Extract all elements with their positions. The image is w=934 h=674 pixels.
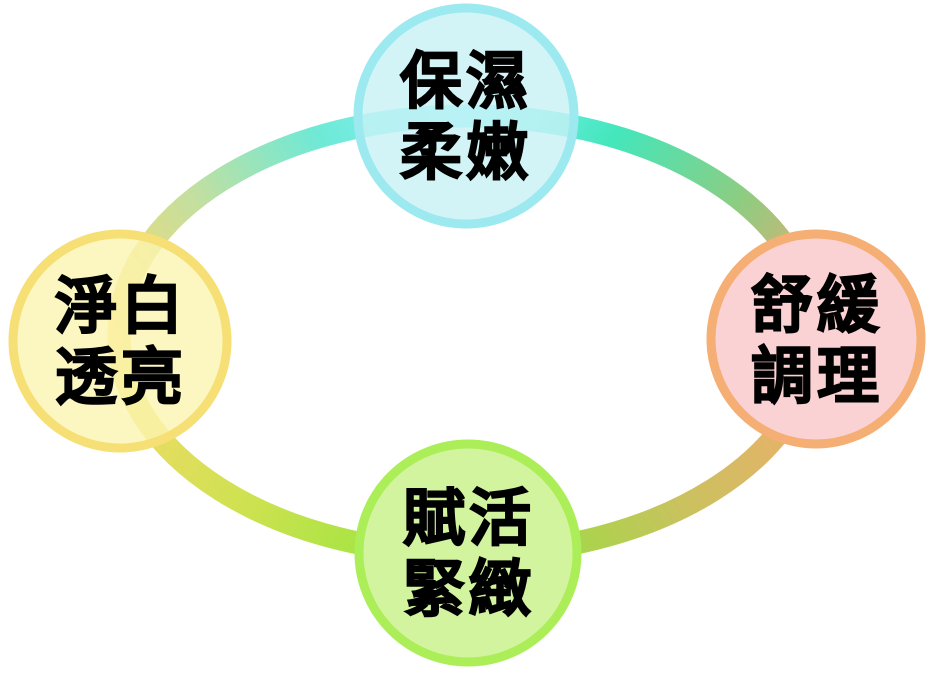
node-circle-revitalizing [354, 439, 582, 667]
node-circle-soothing [706, 229, 926, 449]
node-label-line: 賦活 [402, 481, 536, 555]
node-circle-moisturizing [353, 3, 579, 229]
node-label-line: 緊緻 [402, 553, 536, 626]
node-label-brightening: 淨白 透亮 [54, 269, 188, 414]
node-label-revitalizing: 賦活 緊緻 [402, 481, 536, 626]
node-circle-brightening [8, 229, 232, 453]
node-label-line: 淨白 [54, 269, 188, 343]
node-label-line: 透亮 [54, 341, 188, 414]
node-label-moisturizing: 保濕 柔嫩 [399, 44, 533, 189]
node-label-line: 舒緩 [750, 268, 884, 342]
node-label-line: 保濕 [399, 44, 533, 118]
node-label-line: 柔嫩 [399, 116, 533, 189]
node-label-line: 調理 [750, 340, 884, 413]
node-label-soothing: 舒緩 調理 [750, 268, 884, 413]
